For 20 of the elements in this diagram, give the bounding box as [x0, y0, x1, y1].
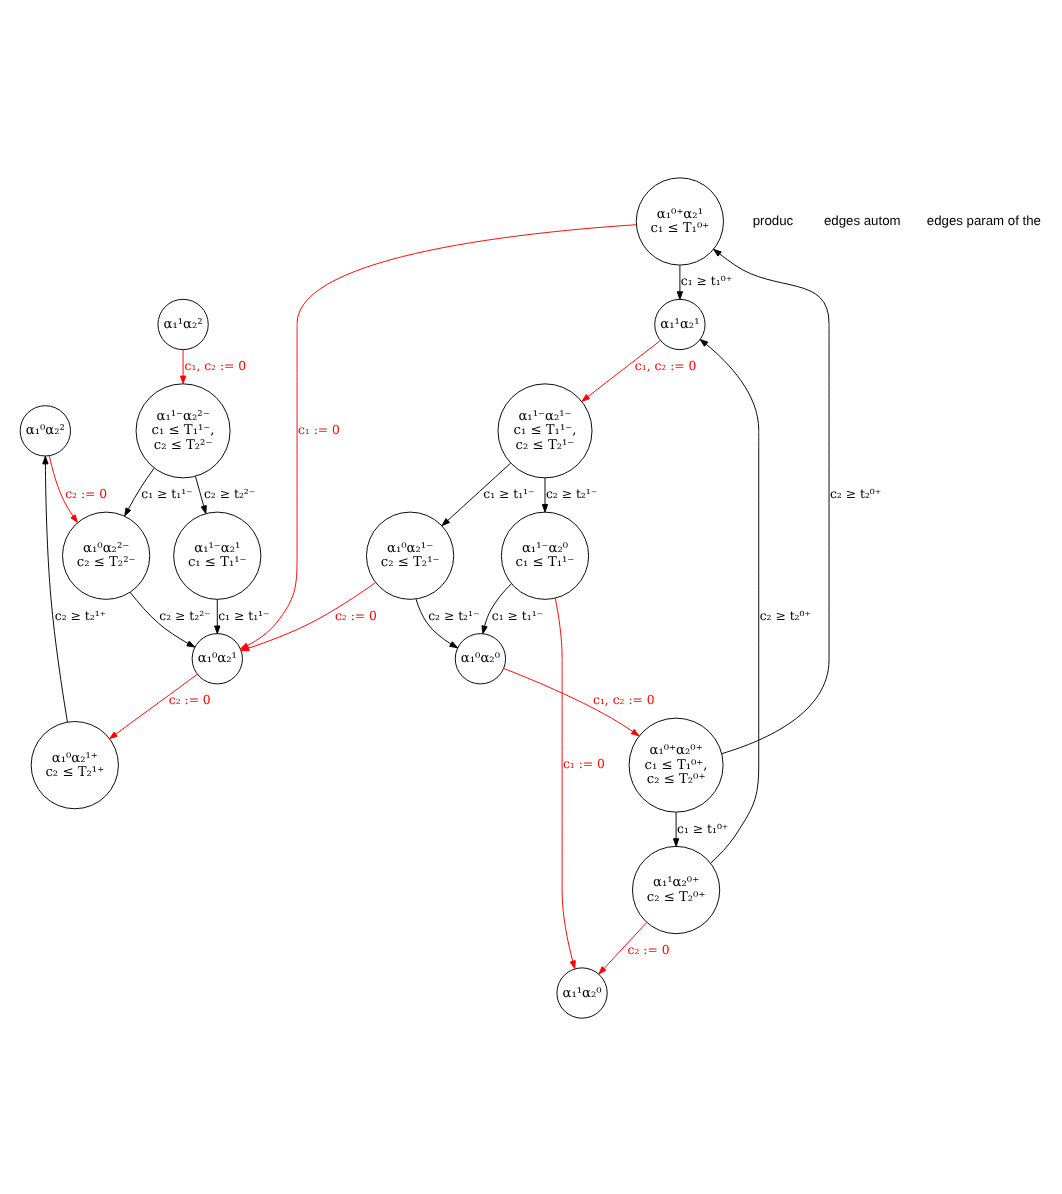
arrow [581, 339, 661, 401]
arrow [415, 597, 459, 648]
arrow [109, 673, 198, 739]
arrow [481, 582, 512, 634]
arrow [672, 810, 680, 846]
arrow [541, 476, 549, 512]
arrow [214, 598, 221, 634]
arrow [124, 466, 155, 516]
arrow [195, 475, 207, 514]
arrow [129, 590, 196, 647]
arrow [699, 338, 760, 863]
arrow [676, 263, 684, 299]
arrow [503, 667, 640, 736]
arrow [48, 454, 78, 522]
arrow [42, 454, 68, 722]
arrow [441, 461, 512, 526]
arrow [179, 348, 187, 384]
arrow [713, 247, 830, 754]
arrow [598, 921, 648, 974]
arrow [554, 596, 576, 969]
